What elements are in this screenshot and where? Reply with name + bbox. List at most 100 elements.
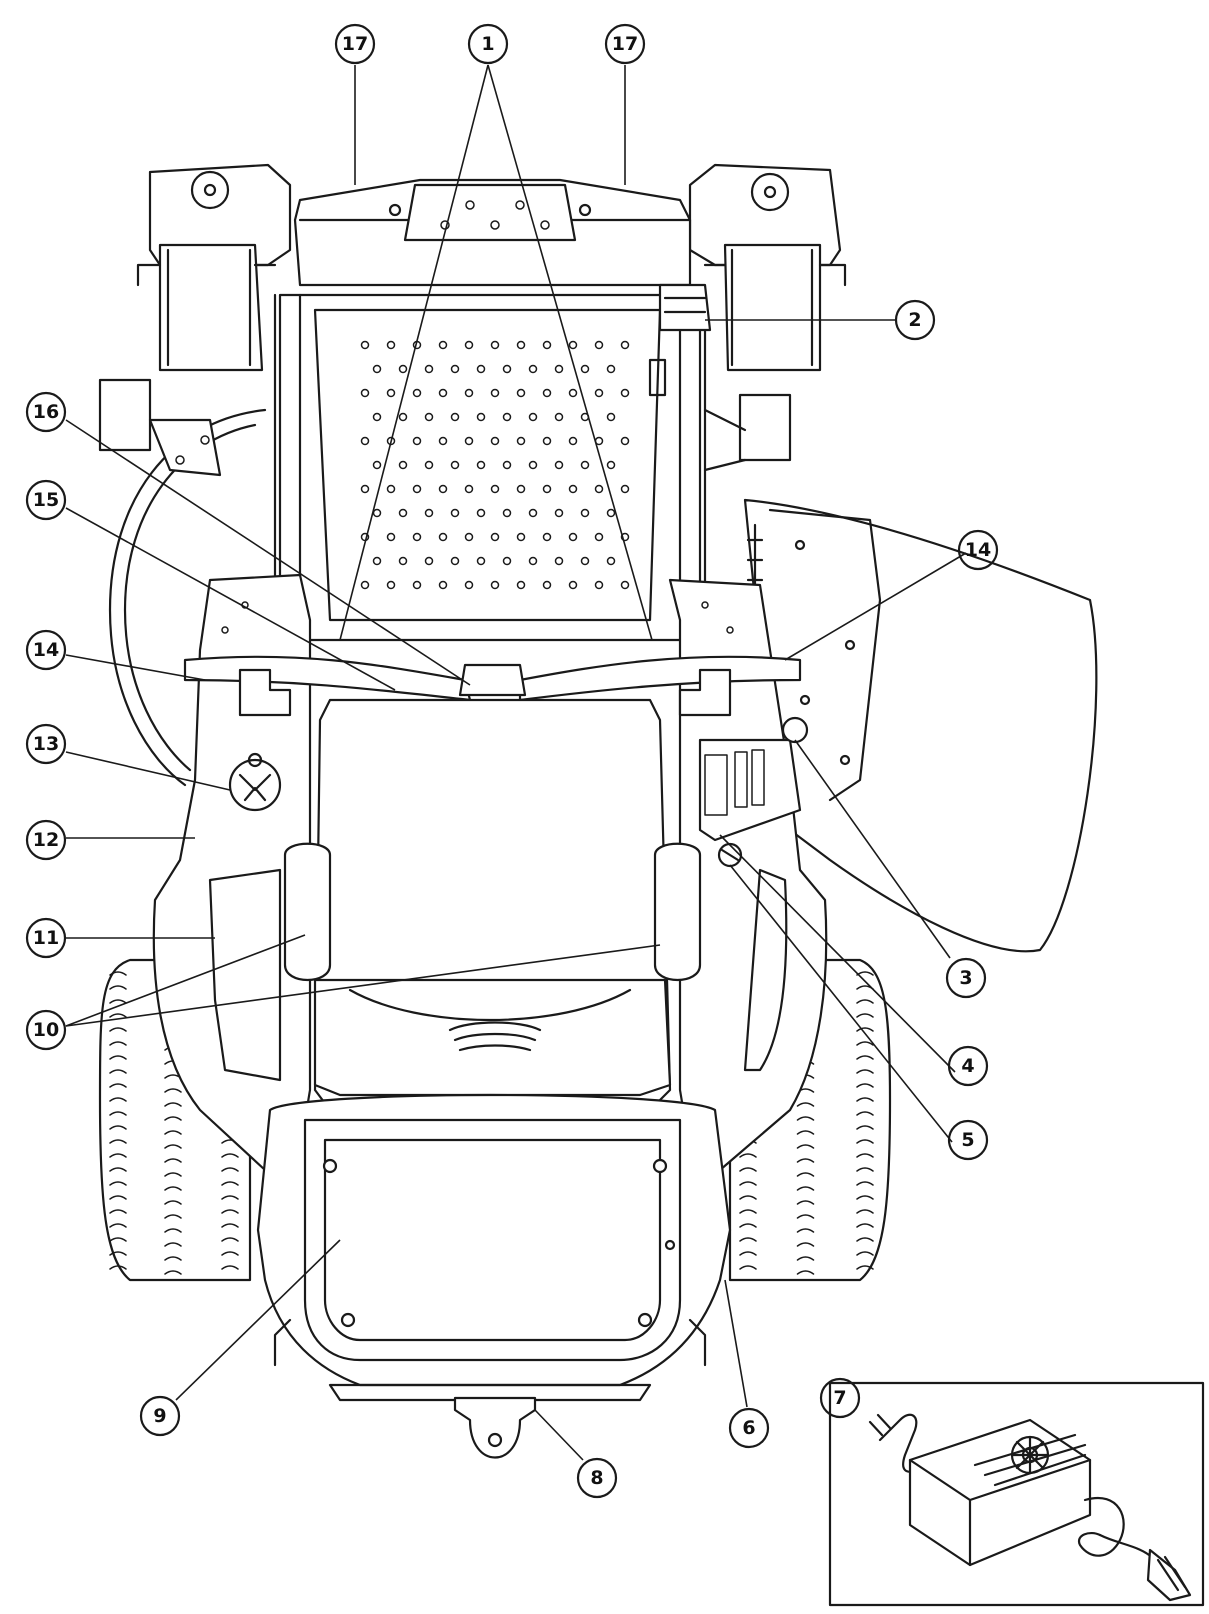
deck-hole	[450, 508, 460, 518]
deck-hole	[398, 460, 408, 470]
left-mower-deck	[98, 378, 267, 787]
deck-hole	[386, 388, 396, 398]
deck-hole	[464, 388, 474, 398]
deck-hole	[412, 484, 422, 494]
front-bumper	[293, 178, 692, 287]
deck-hole	[542, 580, 552, 590]
deck-hole	[438, 532, 448, 542]
deck-hole	[580, 556, 590, 566]
deck-hole	[620, 388, 630, 398]
callout-5: 5	[947, 1119, 989, 1161]
callout-10: 10	[25, 1009, 67, 1051]
deck-hole	[568, 436, 578, 446]
deck-hole	[620, 580, 630, 590]
deck-hole	[424, 508, 434, 518]
engine-hood	[256, 1093, 732, 1402]
deck-hole	[516, 340, 526, 350]
deck-hole	[516, 532, 526, 542]
control-handles	[183, 655, 802, 717]
callout-1: 1	[467, 23, 509, 65]
deck-hole	[606, 556, 616, 566]
tire-tread	[739, 1195, 874, 1205]
right-armrest	[653, 842, 702, 982]
callout-11: 11	[25, 917, 67, 959]
deck-hole	[490, 388, 500, 398]
callout-label: 9	[153, 1405, 166, 1427]
deck-hole	[542, 388, 552, 398]
callout-17-right: 17	[604, 23, 646, 65]
rear-hitch	[453, 1396, 537, 1459]
deck-hole	[516, 436, 526, 446]
deck-hole	[490, 580, 500, 590]
deck-hole	[620, 436, 630, 446]
deck-hole	[412, 388, 422, 398]
deck-hole	[516, 580, 526, 590]
tire-tread	[109, 1195, 239, 1205]
deck-hole	[372, 412, 382, 422]
deck-hole	[490, 532, 500, 542]
deck-hole	[398, 508, 408, 518]
deck-hole	[620, 340, 630, 350]
tire-tread	[109, 1223, 239, 1233]
deck-hole	[360, 340, 370, 350]
deck-hole	[398, 556, 408, 566]
deck-hole	[554, 508, 564, 518]
deck-hole	[398, 364, 408, 374]
callout-label: 6	[742, 1417, 755, 1439]
deck-hole	[424, 460, 434, 470]
callout-7: 7	[819, 1377, 861, 1419]
callout-15: 15	[25, 479, 67, 521]
deck-hole	[386, 580, 396, 590]
deck-hole	[554, 556, 564, 566]
leader-lines	[65, 64, 967, 1461]
deck-hole	[490, 436, 500, 446]
tire-tread	[109, 1181, 239, 1191]
deck-hole	[476, 508, 486, 518]
callout-label: 4	[961, 1055, 974, 1077]
deck-hole	[476, 412, 486, 422]
deck-hole	[438, 580, 448, 590]
deck-hole	[516, 484, 526, 494]
deck-hole	[360, 484, 370, 494]
deck-hole	[360, 436, 370, 446]
tire-tread	[739, 1251, 874, 1261]
callout-label: 11	[33, 927, 59, 949]
deck-hole	[438, 484, 448, 494]
deck-hole	[424, 364, 434, 374]
deck-hole	[606, 364, 616, 374]
deck-hole	[554, 460, 564, 470]
callout-4: 4	[947, 1045, 989, 1087]
deck-hole	[528, 364, 538, 374]
callout-label: 14	[33, 639, 59, 661]
tire-tread	[109, 1265, 239, 1275]
deck-hole	[554, 364, 564, 374]
deck-hole	[450, 412, 460, 422]
deck-hole	[542, 532, 552, 542]
control-panel	[698, 716, 809, 868]
callout-17-left: 17	[334, 23, 376, 65]
callout-label: 17	[342, 33, 368, 55]
deck-hole	[542, 436, 552, 446]
deck-hole	[476, 460, 486, 470]
deck-hole	[360, 388, 370, 398]
deck-hole	[398, 412, 408, 422]
callout-label: 1	[481, 33, 494, 55]
callout-label: 17	[612, 33, 638, 55]
callout-12: 12	[25, 819, 67, 861]
deck-hole	[580, 508, 590, 518]
callout-3: 3	[945, 957, 987, 999]
deck-hole	[464, 580, 474, 590]
callout-label: 15	[33, 489, 59, 511]
tire-tread	[109, 1167, 239, 1177]
deck-hole	[606, 412, 616, 422]
deck-hole	[542, 340, 552, 350]
deck-hole	[386, 532, 396, 542]
deck-hole	[450, 556, 460, 566]
deck-hole	[450, 364, 460, 374]
deck-hole	[554, 412, 564, 422]
deck-hole	[594, 484, 604, 494]
callout-8: 8	[576, 1457, 618, 1499]
callout-label: 3	[959, 967, 972, 989]
deck-hole	[580, 364, 590, 374]
